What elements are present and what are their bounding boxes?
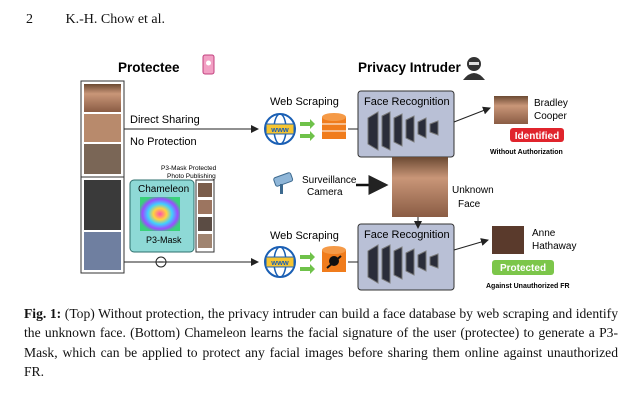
web-scraping-bottom: Web Scraping	[270, 230, 339, 242]
web-scraping-top: Web Scraping	[270, 96, 339, 108]
fr-label-bottom: Face Recognition	[364, 229, 450, 241]
www-label: www	[270, 125, 289, 134]
globe-icon: www	[264, 246, 296, 278]
photo	[84, 84, 121, 112]
protected-label: Protected	[500, 263, 546, 274]
identified-label: Identified	[515, 131, 559, 142]
www-label: www	[270, 258, 289, 267]
photo	[84, 232, 121, 270]
chameleon-label: Chameleon	[138, 184, 189, 195]
unknown-2: Face	[458, 199, 481, 210]
photo	[84, 114, 121, 142]
direct-sharing-label: Direct Sharing	[130, 114, 200, 126]
scrape-arrows-icon	[300, 119, 315, 141]
identified-face	[494, 96, 528, 124]
p3-mask-label: P3-Mask	[146, 235, 182, 245]
protected-face	[492, 226, 524, 254]
against-fr-label: Against Unauthorized FR	[486, 283, 570, 290]
bottom-name-2: Hathaway	[532, 241, 576, 252]
database-icon	[322, 113, 346, 139]
identified-badge	[510, 128, 564, 142]
p3-caption-1: P3-Mask Protected	[161, 165, 217, 172]
surveillance-1: Surveillance	[302, 175, 357, 186]
p3-caption-2: Photo Publishing	[167, 173, 216, 180]
no-protection-label: No Protection	[130, 136, 197, 148]
fr-out-arrow-top	[453, 106, 491, 123]
caption-text: (Top) Without protection, the privacy in…	[24, 306, 618, 380]
figure: Protectee Privacy Intruder Direct Sharin…	[80, 54, 576, 291]
figure-caption: Fig. 1: (Top) Without protection, the pr…	[24, 304, 618, 382]
neural-net-icon	[367, 111, 439, 151]
fr-out-arrow-bottom	[453, 238, 489, 251]
neural-net-icon	[367, 244, 439, 284]
protected-badge	[492, 260, 554, 275]
top-name-1: Bradley	[534, 98, 568, 109]
intruder-title: Privacy Intruder	[358, 60, 462, 75]
page-number: 2	[26, 12, 33, 27]
fr-label-top: Face Recognition	[364, 96, 450, 108]
page-header: 2 K.-H. Chow et al.	[26, 12, 165, 28]
camera-icon	[273, 172, 294, 194]
phone-icon	[202, 54, 215, 75]
unknown-1: Unknown	[452, 185, 494, 196]
caption-label: Fig. 1:	[24, 306, 62, 321]
surveillance-2: Camera	[307, 187, 343, 198]
protectee-title: Protectee	[118, 60, 180, 75]
photo	[84, 180, 121, 230]
photo	[84, 144, 121, 174]
top-name-2: Cooper	[534, 111, 567, 122]
running-title: K.-H. Chow et al.	[65, 12, 166, 27]
hacker-icon	[463, 57, 485, 80]
scrape-arrows-icon	[300, 252, 315, 274]
poisoned-database-icon	[322, 246, 346, 272]
p3-mask-image	[140, 197, 180, 231]
protectee-photos	[80, 80, 125, 274]
unknown-face	[392, 157, 448, 217]
bottom-name-1: Anne	[532, 228, 556, 239]
without-auth-label: Without Authorization	[490, 149, 563, 156]
globe-icon: www	[264, 113, 296, 145]
